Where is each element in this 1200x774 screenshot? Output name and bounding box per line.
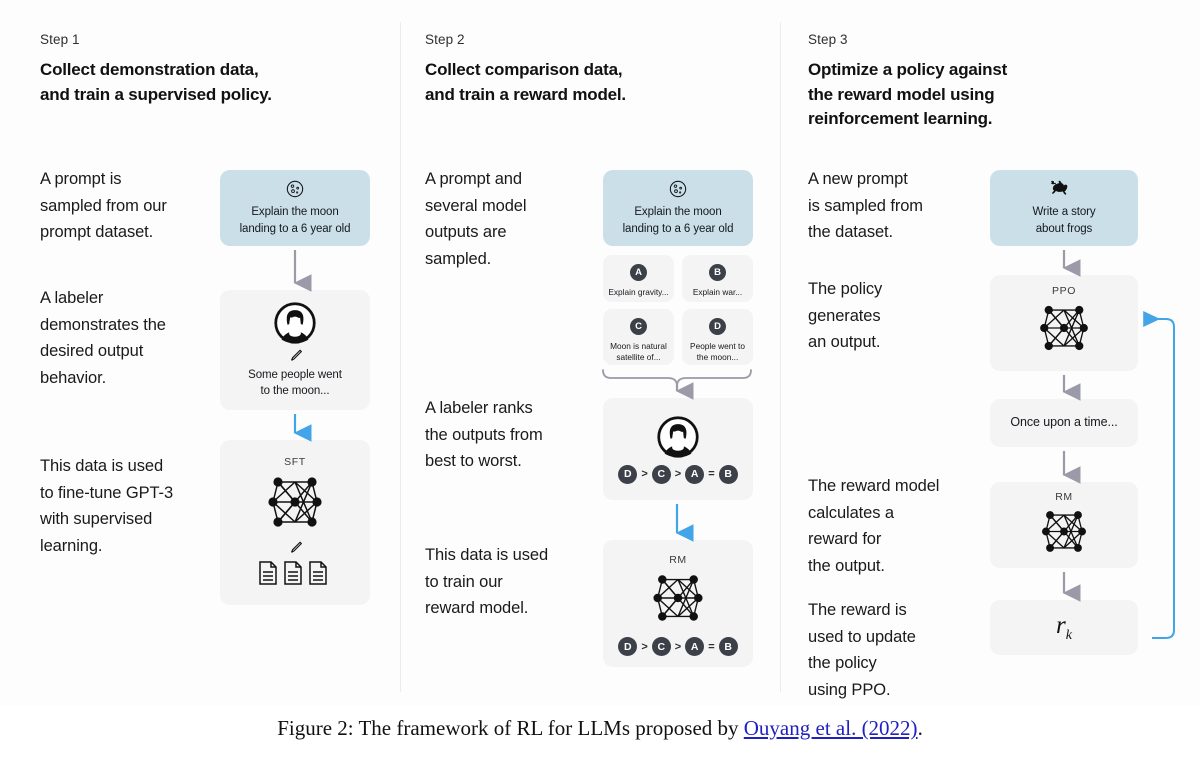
- output-card-text: People went to the moon...: [690, 341, 745, 363]
- output-card-text: Moon is natural satellite of...: [610, 341, 667, 363]
- step-2-rm-label: RM: [669, 554, 687, 566]
- rank-badge: B: [718, 464, 738, 484]
- step-2-column: Step 2 Collect comparison data, and trai…: [405, 0, 785, 706]
- output-card-text: Explain war...: [692, 287, 743, 297]
- rank-badge: C: [651, 464, 671, 484]
- step-3-rm-label: RM: [1055, 491, 1073, 503]
- moon-icon: [285, 179, 305, 199]
- step-3-desc-2: The policy generates an output.: [808, 280, 883, 352]
- caption-prefix: Figure 2: The framework of RL for LLMs p…: [277, 716, 744, 740]
- step-1-desc-3: This data is used to fine-tune GPT-3 wit…: [40, 457, 174, 556]
- step-1-sft-label: SFT: [284, 456, 306, 468]
- figure-caption: Figure 2: The framework of RL for LLMs p…: [0, 716, 1200, 741]
- documents-icon: [258, 560, 332, 586]
- moon-icon: [668, 179, 688, 199]
- rank-badge: B: [718, 637, 738, 656]
- neural-net-icon: [256, 471, 334, 533]
- step-3-ppo-node: PPO: [990, 275, 1138, 371]
- rank-badge: A: [685, 637, 705, 656]
- rank-badge: C: [651, 637, 671, 656]
- step-2-desc-2: A labeler ranks the outputs from best to…: [425, 399, 543, 471]
- step-1-desc-1: A prompt is sampled from our prompt data…: [40, 170, 167, 242]
- neural-net-icon: [642, 569, 714, 627]
- step-3-prompt-node: Write a story about frogs: [990, 170, 1138, 246]
- rank-badge: D: [618, 637, 638, 656]
- rank-badge: A: [685, 464, 705, 484]
- rank-operator: >: [641, 468, 648, 480]
- person-icon: [656, 415, 700, 459]
- step-2-title: Collect comparison data, and train a rew…: [425, 60, 626, 104]
- step-1-desc-2: A labeler demonstrates the desired outpu…: [40, 289, 166, 388]
- neural-net-icon: [1029, 300, 1099, 356]
- step-3-ppo-label: PPO: [1052, 285, 1076, 297]
- step-2-desc-3: This data is used to train our reward mo…: [425, 546, 549, 618]
- output-badge: D: [709, 318, 726, 335]
- step-1-label: Step 1: [40, 32, 80, 47]
- column-divider: [780, 22, 781, 692]
- caption-suffix: .: [917, 716, 923, 740]
- step-3-prompt-text: Write a story about frogs: [1032, 206, 1096, 235]
- output-badge: C: [630, 318, 647, 335]
- column-divider: [400, 22, 401, 692]
- step-1-sft-node: SFT: [220, 440, 370, 605]
- step-2-prompt-text: Explain the moon landing to a 6 year old: [622, 206, 734, 235]
- step-2-prompt-node: Explain the moon landing to a 6 year old: [603, 170, 753, 246]
- output-card-text: Explain gravity...: [608, 287, 669, 297]
- step-1-labeler-node: Some people went to the moon...: [220, 290, 370, 410]
- rank-operator: =: [708, 468, 715, 480]
- output-card-c: C Moon is natural satellite of...: [603, 309, 674, 365]
- rank-operator: >: [641, 640, 648, 653]
- output-badge: B: [709, 264, 726, 281]
- step-2-label: Step 2: [425, 32, 465, 47]
- rank-operator: =: [708, 640, 715, 653]
- step-3-reward-node: rk: [990, 600, 1138, 655]
- step-1-prompt-node: Explain the moon landing to a 6 year old: [220, 170, 370, 246]
- ranking-row: D > C > A = B: [618, 637, 738, 656]
- pencil-icon: [287, 539, 304, 556]
- output-card-b: B Explain war...: [682, 255, 753, 302]
- step-2-desc-1: A prompt and several model outputs are s…: [425, 170, 527, 269]
- step-1-title: Collect demonstration data, and train a …: [40, 60, 272, 104]
- step-2-rm-node: RM: [603, 540, 753, 667]
- ranking-row: D > C > A = B: [618, 464, 738, 484]
- step-3-title: Optimize a policy against the reward mod…: [808, 60, 1008, 129]
- step-1-prompt-text: Explain the moon landing to a 6 year old: [239, 206, 351, 235]
- rank-badge: D: [618, 464, 638, 484]
- neural-net-icon: [1032, 506, 1096, 557]
- step-1-column: Step 1 Collect demonstration data, and t…: [20, 0, 400, 706]
- frog-icon: [1049, 179, 1079, 198]
- step-3-output-text: Once upon a time...: [1010, 415, 1118, 430]
- output-card-d: D People went to the moon...: [682, 309, 753, 365]
- step-3-desc-3: The reward model calculates a reward for…: [808, 477, 940, 576]
- step-3-rm-node: RM: [990, 482, 1138, 568]
- output-badge: A: [630, 264, 647, 281]
- person-icon: [273, 301, 317, 345]
- step-3-output-node: Once upon a time...: [990, 399, 1138, 447]
- caption-link[interactable]: Ouyang et al. (2022): [743, 716, 918, 740]
- step-3-label: Step 3: [808, 32, 848, 47]
- rank-operator: >: [674, 640, 682, 653]
- pencil-icon: [287, 347, 304, 364]
- figure-diagram: Step 1 Collect demonstration data, and t…: [20, 0, 1175, 706]
- rank-operator: >: [674, 468, 682, 480]
- step-1-labeler-text: Some people went to the moon...: [248, 368, 342, 397]
- output-card-a: A Explain gravity...: [603, 255, 674, 302]
- step-3-desc-4: The reward is used to update the policy …: [808, 601, 916, 700]
- step-2-ranking-node: D > C > A = B: [603, 398, 753, 500]
- step-3-column: Step 3 Optimize a policy against the rew…: [788, 0, 1168, 706]
- step-3-desc-1: A new prompt is sampled from the dataset…: [808, 170, 923, 242]
- reward-symbol: rk: [1056, 611, 1072, 643]
